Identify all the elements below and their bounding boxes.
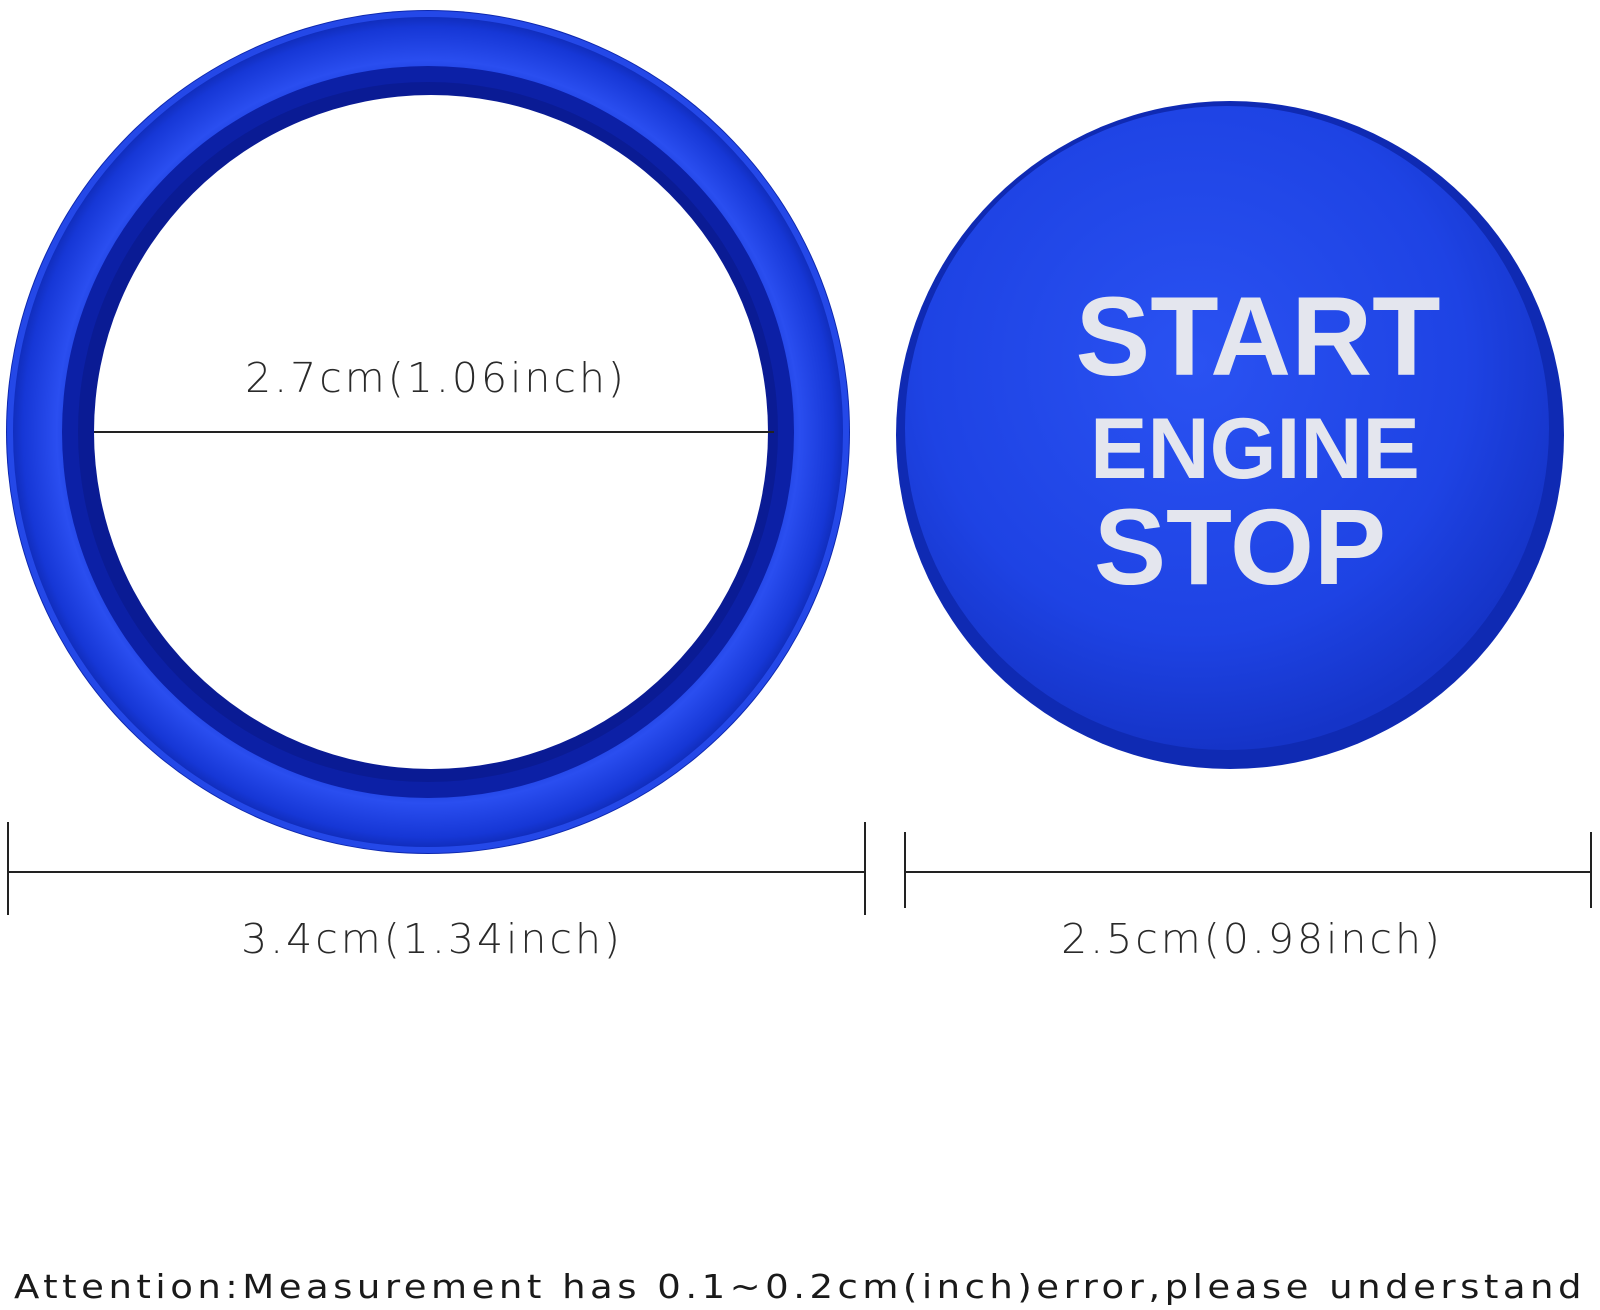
ring-outer-rim: [7, 11, 849, 853]
start-stop-button-cap: START ENGINE STOP: [896, 101, 1564, 769]
ring-outer-dimension: 3.4cm(1.34inch): [7, 822, 866, 963]
button-text-engine: ENGINE: [1090, 401, 1420, 497]
trim-ring: 2.7cm(1.06inch): [6, 10, 850, 854]
button-text-start: START: [1076, 274, 1441, 399]
button-text-stop: STOP: [1094, 486, 1386, 607]
button-diameter-label: 2.5cm(0.98inch): [1061, 915, 1443, 963]
attention-note: Attention:Measurement has 0.1~0.2cm(inch…: [14, 1267, 1586, 1306]
button-face: [905, 106, 1549, 750]
button-dimension: 2.5cm(0.98inch): [904, 832, 1592, 963]
ring-outer-diameter-label: 3.4cm(1.34inch): [241, 915, 623, 963]
ring-inner-diameter-label: 2.7cm(1.06inch): [245, 354, 627, 402]
